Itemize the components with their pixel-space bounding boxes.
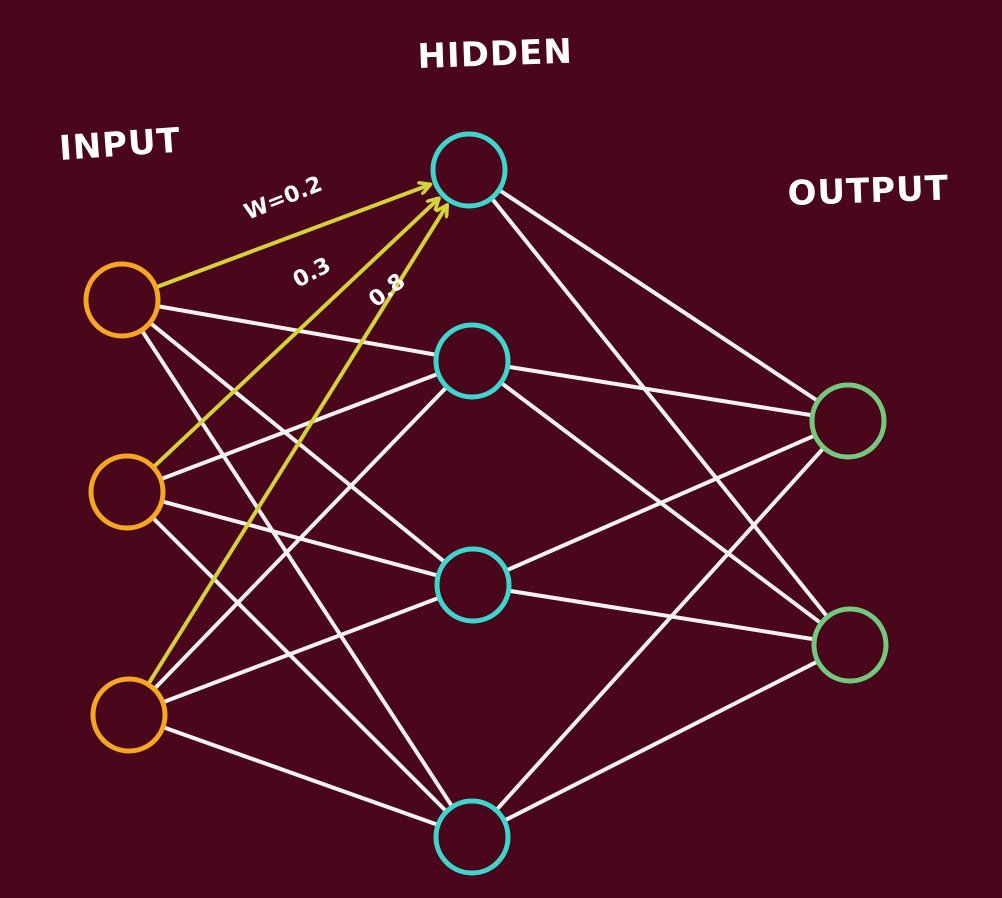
input-node-1 <box>83 261 161 339</box>
edge-hidden-3-output-1 <box>505 434 816 572</box>
edge-hidden-1-output-2 <box>490 197 829 618</box>
output-layer-label: OUTPUT <box>787 168 950 214</box>
input-node-3 <box>90 676 168 754</box>
hidden-layer-label: HIDDEN <box>417 32 574 77</box>
edge-input-3-hidden-4 <box>162 725 439 827</box>
weighted-edge-1 <box>152 199 439 468</box>
edge-input-3-hidden-3 <box>162 596 440 704</box>
nodes-group <box>83 131 889 876</box>
hidden-node-3 <box>434 546 512 624</box>
input-node-2 <box>88 453 166 531</box>
edge-hidden-1-output-1 <box>498 188 819 403</box>
edge-hidden-3-output-2 <box>508 588 815 642</box>
input-layer-label: INPUT <box>58 121 182 169</box>
edge-hidden-2-output-1 <box>507 364 813 418</box>
hidden-node-1 <box>430 131 508 209</box>
edge-hidden-4-output-1 <box>495 447 825 811</box>
edge-hidden-4-output-2 <box>503 660 819 822</box>
weight-label-0: W=0.2 <box>241 172 326 226</box>
weighted-edges-group <box>147 185 447 685</box>
hidden-node-4 <box>433 798 511 876</box>
weighted-edge-2 <box>147 206 447 685</box>
output-node-1 <box>809 382 887 460</box>
weighted-edge-0 <box>155 185 430 289</box>
edge-input-2-hidden-2 <box>160 372 439 481</box>
edge-input-3-hidden-2 <box>153 386 448 690</box>
weight-label-1: 0.3 <box>289 253 335 293</box>
edge-input-2-hidden-4 <box>151 516 448 813</box>
edge-input-1-hidden-4 <box>140 329 454 808</box>
output-node-2 <box>811 606 889 684</box>
edges-group <box>140 188 829 827</box>
hidden-node-2 <box>433 322 511 400</box>
